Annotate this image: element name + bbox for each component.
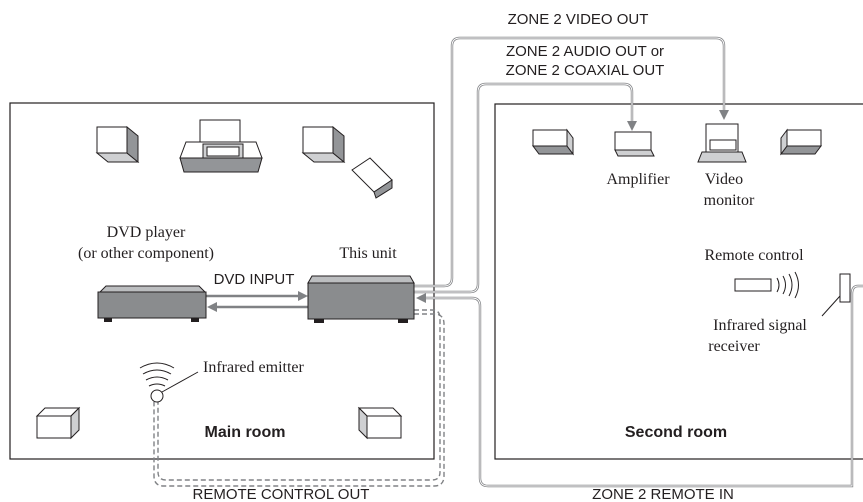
label-amplifier: Amplifier [606, 171, 670, 188]
label-remote-control: Remote control [704, 247, 804, 264]
remote-control-out-cable [153, 309, 445, 487]
label-infrared-emitter: Infrared emitter [203, 359, 305, 376]
label-this-unit: This unit [339, 245, 397, 262]
zone2-remote-in-cable [416, 284, 863, 488]
zone2-right-speaker [780, 128, 822, 156]
label-dvd-player: DVD player [107, 224, 186, 241]
dvd-player [97, 285, 207, 322]
dvd-input-connection [205, 291, 308, 312]
label-infrared-receiver-2: receiver [708, 338, 760, 355]
amplifier [614, 131, 655, 157]
label-infrared-receiver: Infrared signal [713, 317, 807, 334]
label-dvd-player-note: (or other component) [78, 245, 214, 262]
label-video-monitor: Video [705, 171, 743, 188]
zone2-left-speaker [532, 128, 574, 156]
surround-left-speaker [35, 406, 81, 440]
surround-right-speaker [357, 406, 403, 440]
center-speaker-with-tv [179, 119, 263, 173]
label-second-room: Second room [625, 424, 727, 441]
video-monitor [697, 123, 747, 163]
zone2-video-cable [414, 36, 729, 288]
infrared-emitter [139, 362, 199, 403]
label-zone2-audio-out: ZONE 2 AUDIO OUT or [506, 43, 664, 60]
label-main-room: Main room [205, 424, 286, 441]
second-room-outline [494, 103, 863, 460]
label-zone2-coaxial-out: ZONE 2 COAXIAL OUT [506, 62, 665, 79]
front-right-speaker [301, 125, 346, 164]
subwoofer-speaker [351, 157, 393, 199]
zone2-audio-cable [414, 82, 637, 294]
label-video-monitor-2: monitor [704, 192, 755, 209]
front-left-speaker [95, 125, 140, 164]
label-dvd-input: DVD INPUT [214, 271, 295, 288]
infrared-signal-receiver [821, 273, 851, 317]
label-zone2-remote-in: ZONE 2 REMOTE IN [592, 486, 734, 502]
remote-control [734, 271, 799, 299]
this-unit-receiver [307, 275, 415, 323]
label-remote-control-out: REMOTE CONTROL OUT [193, 486, 370, 502]
label-zone2-video-out: ZONE 2 VIDEO OUT [508, 11, 649, 28]
